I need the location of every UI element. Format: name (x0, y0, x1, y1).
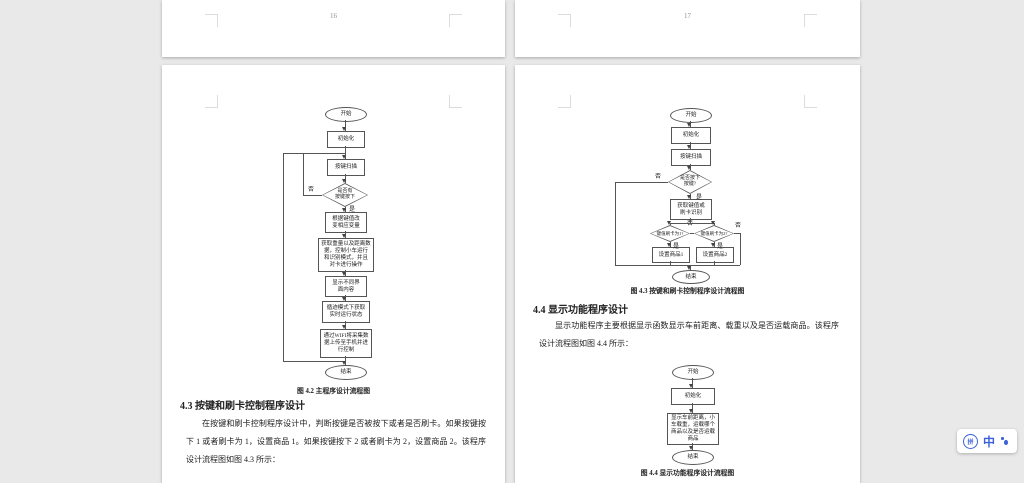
flow-start: 开始 (670, 108, 712, 123)
connector (345, 356, 346, 365)
margin-mark (558, 95, 571, 108)
ime-tools-icon[interactable] (1000, 435, 1008, 447)
arrowhead (687, 145, 691, 149)
flow-display-box: 显示车前距离，小 车载重，运载哪个 商品以及是否运载 商品 (667, 413, 719, 445)
page-right: 开始 初始化 按键扫描 是否按下 按键? 获取键值或 刷卡识别 键值刷卡为1? … (515, 65, 860, 483)
arrowhead (687, 266, 691, 270)
page-number: 17 (684, 12, 691, 20)
label-yes: 是 (349, 207, 356, 213)
arrowhead (342, 208, 346, 212)
flow-set1: 设置商品1 (652, 247, 690, 263)
label-yes: 是 (717, 244, 724, 250)
connector (303, 195, 322, 196)
flow-d1: 键值刷卡为1? (650, 225, 690, 242)
flow-d2: 键值刷卡为2? (694, 225, 734, 242)
section-heading-4-3: 4.3 按键和刷卡控制程序设计 (180, 401, 305, 412)
label-no: 否 (655, 174, 662, 180)
label-yes: 是 (673, 244, 680, 250)
flow-set2: 设置商品2 (696, 247, 734, 263)
margin-mark (449, 14, 462, 27)
connector (690, 218, 691, 223)
section-heading-4-4: 4.4 显示功能程序设计 (533, 305, 628, 316)
figure-caption-4-2: 图 4.2 主程序设计流程图 (296, 388, 371, 395)
section-body-4-3: 在按键和刷卡控制程序设计中，判断按键是否被按下或者是否刷卡。如果按键按下 1 或… (186, 419, 486, 464)
arrowhead (689, 384, 693, 388)
connector (692, 378, 693, 388)
arrowhead (342, 155, 346, 159)
label-no: 否 (308, 187, 315, 193)
flow-step-track: 循迹模式下获取 实时运行状态 (322, 301, 370, 323)
flow-init: 初始化 (671, 127, 711, 144)
flow-scan: 按键扫描 (327, 159, 365, 176)
flow-end: 结束 (325, 365, 367, 380)
connector (615, 182, 616, 265)
connector (734, 233, 740, 234)
connector (345, 120, 346, 131)
flow-end: 结束 (672, 450, 714, 465)
connector (345, 174, 346, 183)
flow-get-key: 获取键值或 刷卡识别 (670, 199, 712, 220)
flow-init: 初始化 (327, 131, 365, 148)
margin-mark (205, 95, 218, 108)
arrowhead (342, 325, 346, 329)
margin-mark (804, 95, 817, 108)
arrowhead (342, 179, 346, 183)
figure-caption-4-3: 图 4.3 按键和刷卡控制程序设计流程图 (630, 288, 745, 295)
flow-scan: 按键扫描 (671, 149, 711, 166)
arrowhead (342, 297, 346, 301)
margin-mark (558, 14, 571, 27)
connector (345, 146, 346, 159)
flow-decision: 是否按下 按键? (668, 170, 712, 194)
arrowhead (342, 361, 346, 365)
page-footer-left: 16 (162, 0, 505, 57)
connector (283, 153, 345, 154)
arrowhead (342, 127, 346, 131)
arrowhead (687, 166, 691, 170)
page-left: 开始 初始化 按键扫描 是否有 按键按下 根据键值改 变相应变量 获取重量以及距… (162, 65, 505, 483)
flow-step-big: 获取重量以及距离数 据，控制小车运行 和识别模式，并且 对卡进行操作 (318, 238, 374, 272)
figure-caption-4-4: 图 4.4 显示功能程序设计流程图 (640, 470, 735, 477)
connector (690, 233, 694, 234)
connector (714, 261, 715, 265)
label-no: 否 (735, 223, 742, 229)
connector (303, 153, 304, 195)
connector (670, 223, 714, 224)
margin-mark (205, 14, 218, 27)
arrowhead (689, 409, 693, 413)
connector (740, 233, 741, 265)
arrowhead (667, 243, 671, 247)
arrowhead (342, 272, 346, 276)
connector (670, 261, 671, 265)
flow-start: 开始 (325, 107, 367, 122)
section-body-4-4: 显示功能程序主要根据显示函数显示车前距离、载重以及是否运载商品。该程序设计流程图… (539, 321, 839, 348)
margin-mark (804, 14, 817, 27)
arrowhead (687, 123, 691, 127)
arrowhead (711, 221, 715, 225)
connector (615, 265, 740, 266)
connector (692, 403, 693, 413)
flow-step-keyvar: 根据键值改 变相应变量 (325, 212, 367, 233)
label-no: 否 (687, 221, 694, 227)
flow-end: 结束 (672, 270, 710, 284)
flow-decision: 是否有 按键按下 (322, 183, 368, 207)
flow-init: 初始化 (671, 388, 715, 405)
label-yes: 是 (696, 195, 703, 201)
connector (283, 153, 284, 361)
page-number: 16 (330, 12, 337, 20)
connector (615, 182, 668, 183)
flow-start: 开始 (672, 365, 714, 380)
arrowhead (687, 195, 691, 199)
arrowhead (667, 221, 671, 225)
connector (283, 361, 345, 362)
flow-step-wifi: 通过WIFI将采集数 据上传至手机并进 行控制 (320, 329, 372, 358)
pinyin-badge-icon[interactable]: 拼 (963, 433, 978, 449)
chinese-mode-label[interactable]: 中 (983, 434, 996, 449)
margin-mark (449, 95, 462, 108)
arrowhead (711, 243, 715, 247)
flow-step-display: 显示不同界 面内容 (325, 276, 367, 297)
ime-indicator[interactable]: 拼 中 (957, 429, 1017, 453)
arrowhead (342, 234, 346, 238)
arrowhead (689, 446, 693, 450)
page-footer-right: 17 (515, 0, 860, 57)
